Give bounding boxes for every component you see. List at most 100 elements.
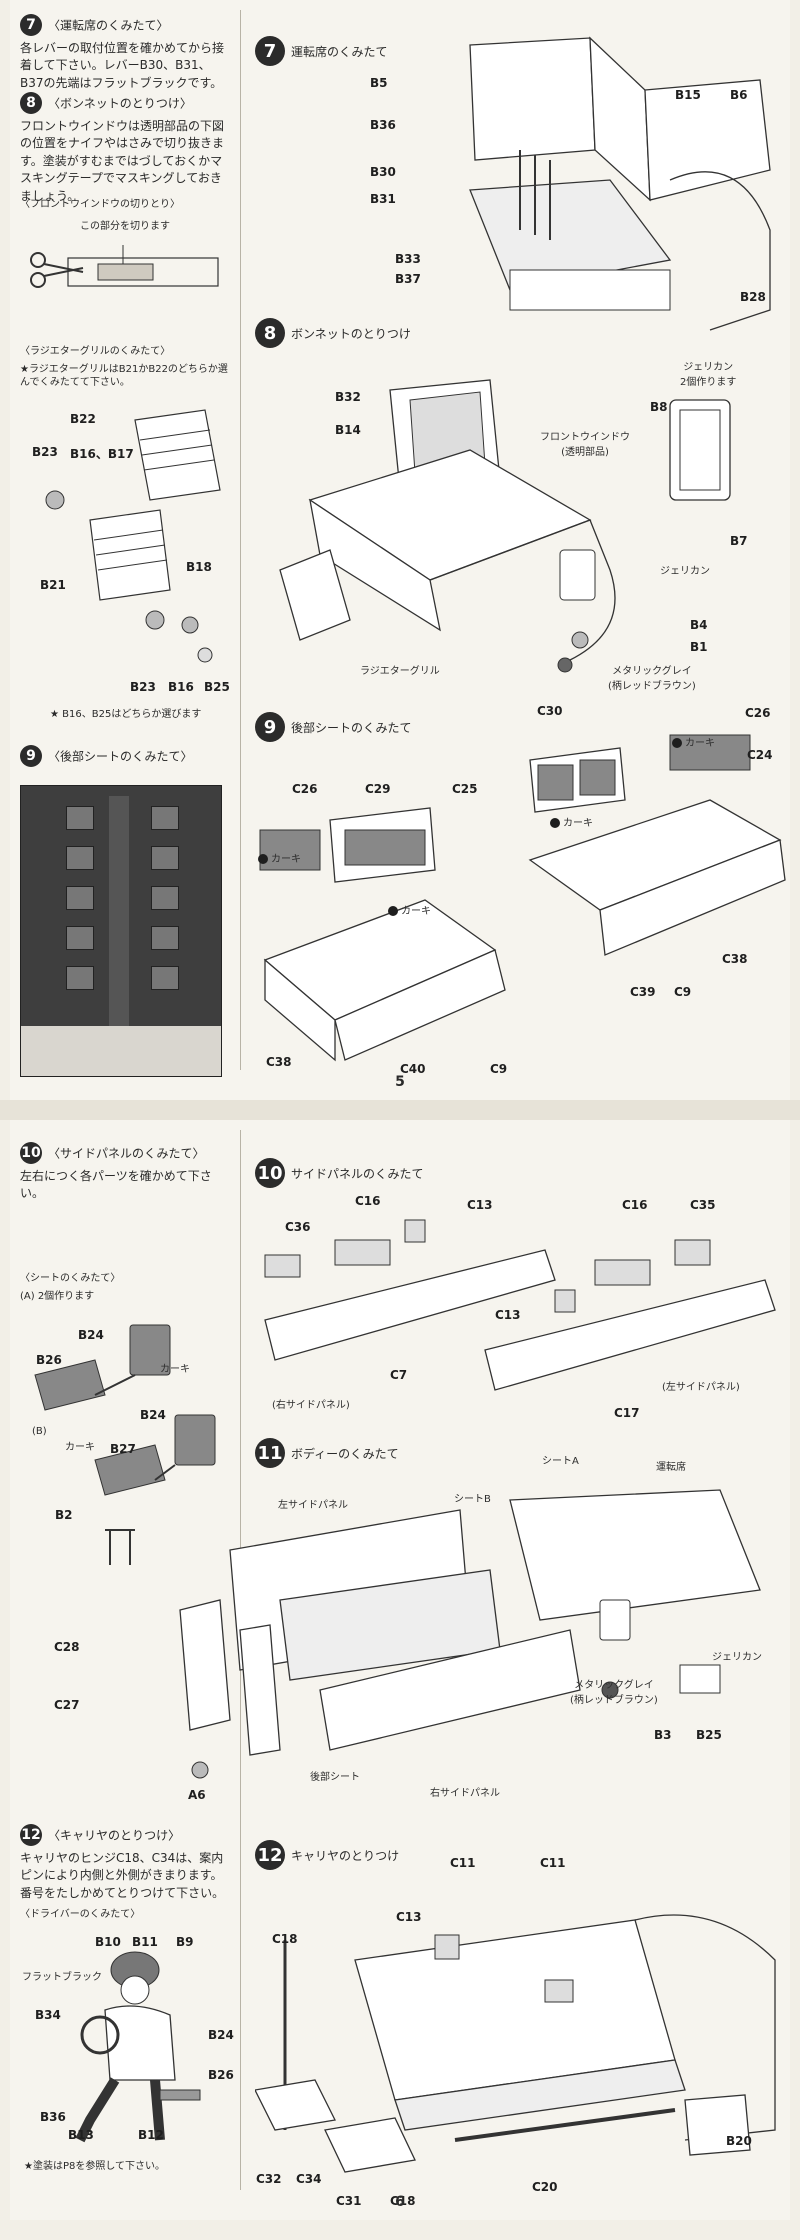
step-title: 〈キャリヤのとりつけ〉 bbox=[48, 1828, 181, 1843]
part-label: B37 bbox=[395, 272, 421, 286]
step-badge: 10 bbox=[255, 1158, 285, 1188]
step-title: キャリヤのとりつけ bbox=[291, 1848, 400, 1863]
part-label: C7 bbox=[390, 1368, 408, 1382]
step-badge: 8 bbox=[20, 92, 42, 114]
column-divider bbox=[240, 10, 241, 1070]
step-title: ボンネットのとりつけ bbox=[291, 326, 411, 341]
manual-page-6: 10〈サイドパネルのくみたて〉 左右につく各パーツを確かめて下さい。 〈シートの… bbox=[10, 1120, 790, 2220]
bonnet-diagram bbox=[279, 379, 731, 673]
step-badge: 11 bbox=[255, 1438, 285, 1468]
part-label: C24 bbox=[747, 748, 773, 762]
part-label: C18 bbox=[390, 2194, 416, 2208]
step12-instructions: 12 〈キャリヤのとりつけ〉 キャリヤのヒンジC18、C34は、案内ピンにより内側… bbox=[20, 1824, 230, 1910]
part-label: B26 bbox=[36, 1353, 62, 1367]
part-label: B15 bbox=[675, 88, 701, 102]
khaki-note: カーキ bbox=[550, 814, 593, 829]
part-label: C9 bbox=[490, 1062, 508, 1076]
part-label: C20 bbox=[532, 2180, 558, 2194]
radiator-grille-diagram bbox=[45, 409, 221, 663]
painting-footnote: ★塗装はP8を参照して下さい。 bbox=[24, 2161, 166, 2172]
step-badge: 9 bbox=[255, 712, 285, 742]
part-label: B25 bbox=[204, 680, 230, 694]
step-body: キャリヤのヒンジC18、C34は、案内ピンにより内側と外側がきまります。番号をた… bbox=[20, 1851, 225, 1900]
part-label: C26 bbox=[292, 782, 318, 796]
part-label: B11 bbox=[132, 1935, 158, 1949]
part-label: B6 bbox=[730, 88, 748, 102]
step7-heading: 7 運転席のくみたて bbox=[255, 36, 387, 66]
part-label: C40 bbox=[400, 1062, 426, 1076]
radiator-grille-note: ラジエターグリル bbox=[360, 666, 440, 677]
driver-compartment-diagram bbox=[469, 36, 771, 331]
part-label: C9 bbox=[674, 985, 692, 999]
khaki-note: カーキ bbox=[672, 734, 715, 749]
step9-heading: 9 後部シートのくみたて bbox=[255, 712, 411, 742]
metallic-grey-note: メタリックグレイ (柄レッドブラウン) bbox=[570, 1680, 658, 1706]
part-label: C16 bbox=[622, 1198, 648, 1212]
part-label: B24 bbox=[208, 2028, 234, 2042]
step-title: 後部シートのくみたて bbox=[291, 720, 412, 735]
part-label: B36 bbox=[40, 2110, 66, 2124]
step-badge: 8 bbox=[255, 318, 285, 348]
rear-seat-diagram-right bbox=[528, 734, 786, 956]
part-label: B23 bbox=[130, 680, 156, 694]
part-label: C29 bbox=[365, 782, 391, 796]
front-window-cut: 〈フロントウインドウの切りとり〉 この部分を切ります bbox=[20, 198, 230, 233]
part-label: C32 bbox=[256, 2172, 282, 2186]
step-badge: 9 bbox=[20, 745, 42, 767]
part-label: C16 bbox=[355, 1194, 381, 1208]
footnote: ★ B16、B25はどちらか選びます bbox=[50, 709, 202, 720]
part-label: B28 bbox=[740, 290, 766, 304]
part-label: C28 bbox=[54, 1640, 80, 1654]
carrier-diagram bbox=[255, 1914, 776, 2173]
step9-instructions: 9〈後部シートのくみたて〉 bbox=[20, 745, 230, 767]
jerrycan-label: ジェリカン bbox=[660, 566, 710, 577]
step-badge: 10 bbox=[20, 1142, 42, 1164]
seat-section: 〈シートのくみたて〉 (A) 2個作ります bbox=[20, 1272, 230, 1303]
part-label: C36 bbox=[285, 1220, 311, 1234]
part-label: B8 bbox=[650, 400, 668, 414]
part-label: C18 bbox=[272, 1932, 298, 1946]
part-label: B10 bbox=[95, 1935, 121, 1949]
step-title: 運転席のくみたて bbox=[291, 44, 388, 59]
step-title: 〈ボンネットのとりつけ〉 bbox=[48, 96, 192, 111]
section-title: 〈フロントウインドウの切りとり〉 bbox=[20, 199, 180, 210]
part-label: B33 bbox=[395, 252, 421, 266]
manual-page-5: 7〈運転席のくみたて〉 各レバーの取付位置を確かめてから接着して下さい。レバーB… bbox=[10, 0, 790, 1100]
part-label: B1 bbox=[690, 640, 708, 654]
right-side-panel-note: 右サイドパネル bbox=[430, 1788, 500, 1799]
part-label: C39 bbox=[630, 985, 656, 999]
part-label: A6 bbox=[188, 1788, 206, 1802]
part-label: B25 bbox=[696, 1728, 722, 1742]
page-number: 6 bbox=[395, 2194, 405, 2210]
step12-heading: 12 キャリヤのとりつけ bbox=[255, 1840, 399, 1870]
step-title: ボディーのくみたて bbox=[291, 1446, 399, 1461]
seat-b-note: (B) bbox=[32, 1426, 47, 1437]
part-label: C38 bbox=[266, 1055, 292, 1069]
step-title: 〈運転席のくみたて〉 bbox=[48, 18, 169, 33]
section-title: 〈ドライバーのくみたて〉 bbox=[20, 1909, 141, 1920]
part-label: B16、B17 bbox=[70, 447, 134, 461]
part-label: B23 bbox=[32, 445, 58, 459]
part-label: B5 bbox=[370, 76, 388, 90]
step8-instructions: 8〈ボンネットのとりつけ〉 フロントウインドウは透明部品の下図の位置をナイフやは… bbox=[20, 92, 230, 213]
part-label: C35 bbox=[690, 1198, 716, 1212]
step-badge: 12 bbox=[20, 1824, 42, 1846]
step-title: 〈サイドパネルのくみたて〉 bbox=[48, 1146, 205, 1161]
seat-a-label: シートA bbox=[542, 1456, 579, 1467]
part-label: B36 bbox=[370, 118, 396, 132]
paint-dot-icon bbox=[258, 854, 268, 864]
part-label: B18 bbox=[186, 560, 212, 574]
part-label: B12 bbox=[138, 2128, 164, 2142]
step11-heading: 11 ボディーのくみたて bbox=[255, 1438, 399, 1468]
metallic-grey-note: メタリックグレイ (柄レッドブラウン) bbox=[608, 666, 696, 692]
step-badge: 12 bbox=[255, 1840, 285, 1870]
part-label: C11 bbox=[450, 1856, 476, 1870]
part-label: B16 bbox=[168, 680, 194, 694]
part-label: B21 bbox=[40, 578, 66, 592]
part-label: B30 bbox=[370, 165, 396, 179]
part-label: C13 bbox=[495, 1308, 521, 1322]
step8-heading: 8 ボンネットのとりつけ bbox=[255, 318, 411, 348]
part-label: B14 bbox=[335, 423, 361, 437]
rear-seat-label: 後部シート bbox=[310, 1772, 360, 1783]
step10-heading: 10 サイドパネルのくみたて bbox=[255, 1158, 423, 1188]
